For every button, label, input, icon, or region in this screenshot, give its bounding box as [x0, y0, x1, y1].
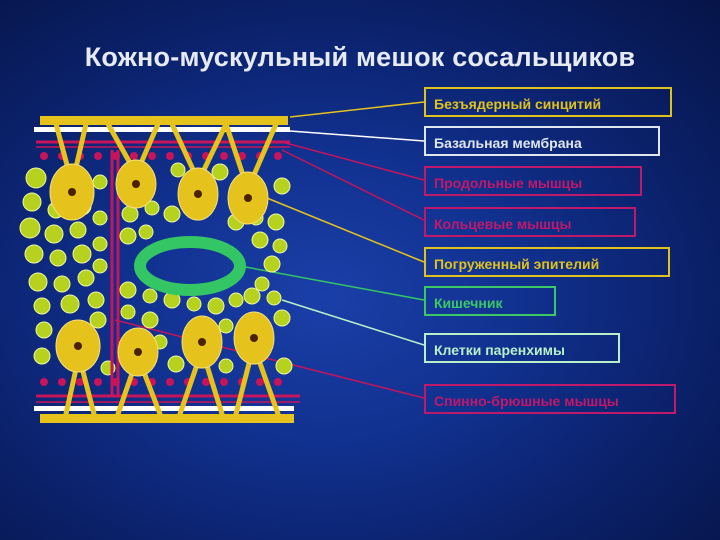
label-anuclear-syncytium: Безъядерный синцитий — [424, 87, 672, 117]
leader-line-circular — [281, 149, 425, 221]
epithelium-nuclei — [68, 180, 258, 356]
slide-title: Кожно-мускульный мешок сосальщиков — [84, 42, 636, 72]
longitudinal-muscles-top — [40, 152, 282, 160]
label-intestine: Кишечник — [424, 286, 556, 316]
label-submerged-epithelium: Погруженный эпителий — [424, 247, 670, 277]
leader-line-parenchyma — [281, 299, 425, 346]
basal-membrane-top — [34, 127, 290, 132]
intestine — [134, 236, 246, 296]
leader-line-dorsoventral — [114, 319, 425, 399]
leader-line-longitudinal — [281, 141, 425, 181]
leader-line-membrane — [289, 130, 425, 142]
label-longitudinal-muscles: Продольные мышцы — [424, 166, 642, 196]
basal-membrane-bottom — [34, 406, 294, 411]
leader-line-syncytium — [289, 101, 425, 118]
label-circular-muscles: Кольцевые мышцы — [424, 207, 636, 237]
label-basal-membrane: Базальная мембрана — [424, 126, 660, 156]
label-parenchyma-cells: Клетки паренхимы — [424, 333, 620, 363]
leader-lines — [114, 101, 425, 399]
leader-line-epithelium — [261, 195, 425, 263]
label-dorsoventral-muscles: Спинно-брюшные мышцы — [424, 384, 676, 414]
syncytium-bottom — [40, 414, 294, 423]
syncytium-top — [40, 116, 288, 125]
